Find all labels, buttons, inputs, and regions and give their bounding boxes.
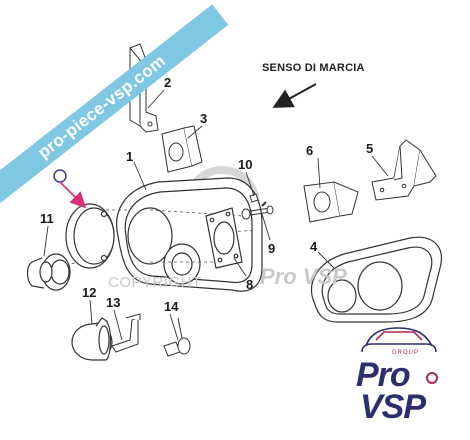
part-label-3: 3 bbox=[200, 111, 208, 126]
part-label-1: 1 bbox=[126, 149, 134, 164]
logo-text-vsp: VSP bbox=[360, 388, 426, 426]
part-12-bulb-housing bbox=[71, 317, 113, 361]
part-label-4: 4 bbox=[310, 239, 318, 254]
part-label-14: 14 bbox=[164, 299, 179, 314]
part-label-6: 6 bbox=[306, 143, 314, 158]
part-13-clip bbox=[111, 313, 141, 353]
watermark-copyright: COPYRIGHT bbox=[108, 274, 202, 291]
part-label-8: 8 bbox=[246, 277, 254, 292]
part-3-plate bbox=[161, 125, 203, 173]
part-label-2: 2 bbox=[164, 75, 172, 90]
watermark-brand: Pro VSP bbox=[260, 264, 347, 289]
direction-label: SENSO DI MARCIA bbox=[262, 62, 365, 74]
part-label-10: 10 bbox=[238, 157, 253, 172]
part-label-12: 12 bbox=[82, 285, 97, 300]
part-11-bulb-holder bbox=[26, 253, 71, 291]
highlight-callout bbox=[53, 169, 87, 209]
part-6-bracket bbox=[303, 181, 359, 223]
direction-arrow bbox=[272, 83, 317, 108]
leader-lines bbox=[43, 89, 389, 341]
part-label-13: 13 bbox=[106, 295, 121, 310]
part-7-lens bbox=[65, 203, 115, 269]
part-14-bulb bbox=[163, 317, 191, 357]
logo-text-pro: Pro bbox=[356, 356, 411, 394]
part-label-9: 9 bbox=[268, 241, 276, 256]
logo-group-text: GROUP bbox=[392, 350, 420, 356]
part-label-5: 5 bbox=[366, 141, 374, 156]
part-9-10-adjuster bbox=[241, 193, 274, 220]
alignment-lines bbox=[59, 209, 257, 267]
part-4-trim-ring bbox=[310, 236, 442, 323]
provsp-car-logo bbox=[361, 327, 438, 384]
part-5-bracket bbox=[371, 139, 437, 201]
part-label-11: 11 bbox=[40, 211, 54, 226]
part-8-mounting-plate bbox=[205, 207, 243, 269]
part-label-7: 7 bbox=[66, 169, 74, 184]
